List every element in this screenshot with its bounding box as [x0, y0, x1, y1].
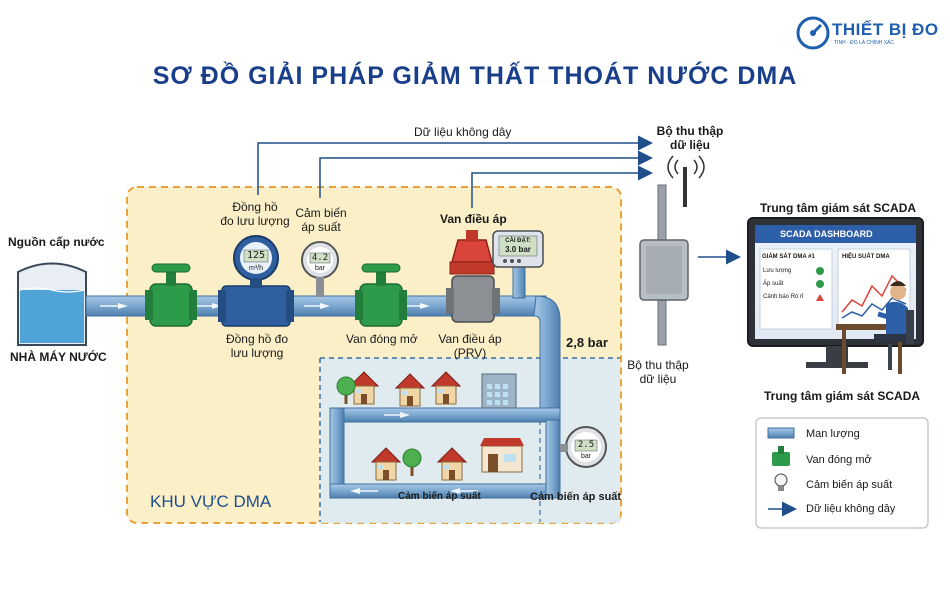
house-icon: [436, 447, 468, 481]
dma-pressure-unit: bar: [580, 453, 592, 460]
house-icon: [370, 447, 402, 481]
house-icon: [348, 371, 380, 405]
plant-label: NHÀ MÁY NƯỚC: [10, 350, 107, 364]
collector-bottom-label-1: Bộ thu thập: [627, 358, 689, 372]
pressure-value-label: 2,8 bar: [566, 335, 608, 350]
wireless-label: Dữ liệu không dây: [414, 125, 512, 139]
operator-figure: [836, 281, 914, 374]
legend-sensor-label: Cảm biến áp suất: [806, 479, 893, 491]
source-label: Nguồn cấp nước: [8, 235, 105, 249]
scada-row-flow: Lưu lượng: [763, 268, 792, 274]
collector-bottom-label-2: dữ liệu: [639, 372, 677, 386]
prv-bottom-label-1: Van điều áp: [438, 332, 502, 346]
page-title: SƠ ĐỒ GIẢI PHÁP GIẢM THẤT THOÁT NƯỚC DMA: [152, 62, 798, 90]
brand-name: THIẾT BỊ ĐO: [832, 20, 939, 39]
flowmeter-top-label-2: đo lưu lượng: [220, 214, 290, 228]
dma-buildings: [336, 371, 524, 481]
wireless-links: [257, 135, 741, 265]
scada-row-leak: Cảnh báo Rò rỉ: [763, 294, 804, 300]
flowmeter-bottom-label-1: Đồng hồ đo: [225, 332, 289, 346]
shop-icon: [480, 438, 524, 473]
valve-bottom-label: Van đóng mở: [346, 332, 418, 346]
pressure-top-label-2: áp suất: [301, 220, 341, 234]
legend-box: [755, 417, 929, 529]
gate-valve-2: [355, 263, 407, 327]
prv-setting-label: CÀI ĐẶT:: [505, 238, 531, 244]
prv-controller: [492, 230, 544, 268]
flow-reading: 125: [246, 250, 266, 261]
pressure-top-label-1: Cảm biến: [295, 206, 347, 220]
scada-bottom-label: Trung tâm giám sát SCADA: [764, 389, 921, 403]
pressure-unit: bar: [314, 265, 326, 272]
scada-top-label: Trung tâm giám sát SCADA: [760, 201, 917, 215]
flowmeter-top-label-1: Đồng hồ: [232, 200, 278, 214]
legend-valve-label: Van đóng mở: [806, 454, 872, 466]
dma-pressure-reading: 2.5: [577, 440, 595, 450]
prv-setting-value: 3.0 bar: [505, 245, 531, 254]
gauge-logo-icon: [796, 16, 830, 50]
dma-pressure-gauge: [560, 426, 607, 468]
gate-valve-1: [145, 263, 197, 327]
pressure-reading: 4.2: [311, 253, 329, 263]
prv-valve: [446, 230, 500, 323]
pressure-sensor-label-1: Cảm biến áp suất: [398, 491, 481, 502]
legend-pipe-label: Man lượng: [806, 428, 860, 440]
brand-tagline: TINH · ĐO LÀ CHÍNH XÁC: [834, 40, 895, 46]
data-collector: [639, 155, 705, 346]
legend-wireless-label: Dữ liệu không dây: [806, 503, 896, 515]
dma-zone-label: KHU VỰC DMA: [150, 492, 272, 511]
tree-icon: [402, 448, 422, 476]
water-tank: [17, 262, 87, 346]
flowmeter-bottom-label-2: lưu lượng: [230, 346, 284, 360]
scada-row-pressure: Áp suất: [763, 281, 784, 287]
house-icon: [394, 373, 426, 407]
house-icon: [430, 371, 462, 405]
tree-icon: [336, 376, 356, 404]
flow-meter: [218, 235, 294, 327]
collector-top-label-2: dữ liệu: [669, 138, 711, 152]
prv-bottom-label-2: (PRV): [453, 346, 487, 360]
scada-panel-right-title: HIỆU SUẤT DMA: [842, 254, 890, 260]
pressure-gauge-top: [301, 241, 339, 297]
office-building-icon: [481, 373, 517, 409]
prv-top-label: Van điều áp: [440, 212, 507, 226]
scada-header: SCADA DASHBOARD: [780, 229, 873, 239]
scada-panel-left-title: GIÁM SÁT DMA #1: [762, 254, 815, 260]
brand-logo[interactable]: THIẾT BỊ ĐO TINH · ĐO LÀ CHÍNH XÁC: [796, 16, 939, 52]
flow-unit: m³/h: [249, 265, 263, 272]
collector-top-label-1: Bộ thu thập: [656, 124, 724, 138]
pressure-sensor-label-2: Cảm biến áp suất: [530, 491, 622, 503]
